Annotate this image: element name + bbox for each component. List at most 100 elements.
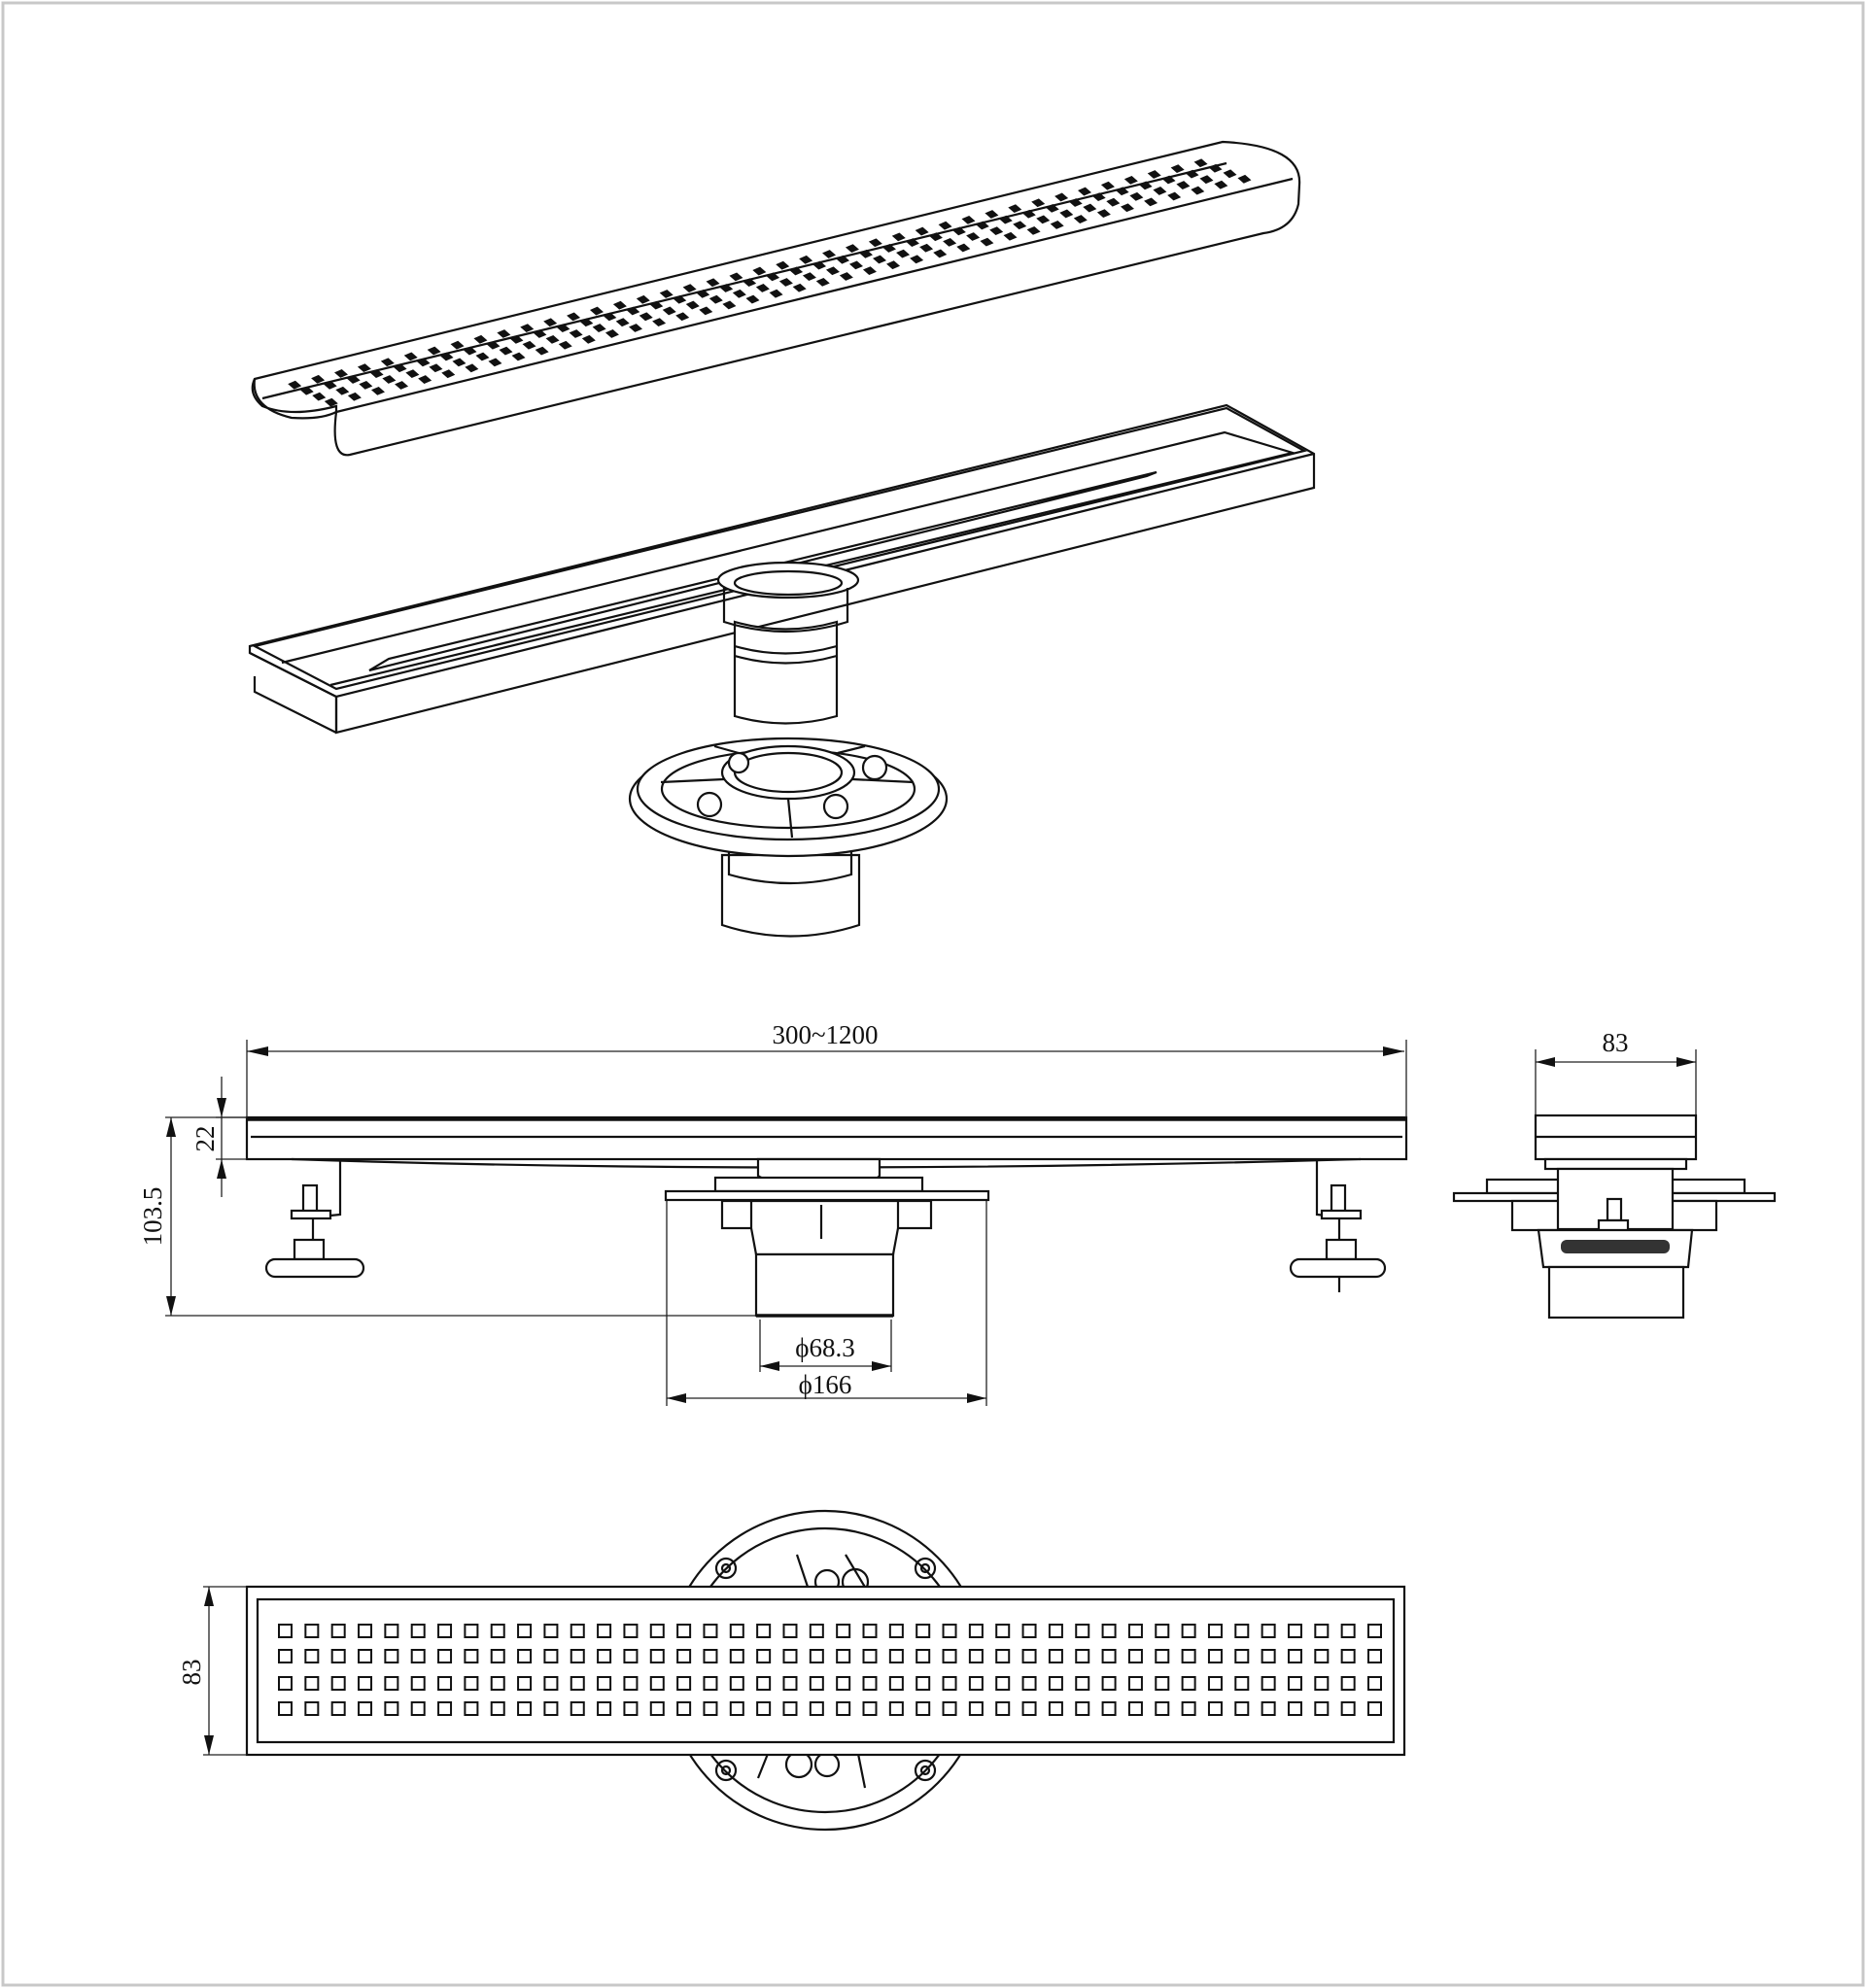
top-view-hole [437, 1676, 453, 1691]
top-view-hole [888, 1624, 904, 1638]
grate-hole [450, 340, 465, 350]
top-view-hole [756, 1701, 772, 1716]
grate-hole [323, 380, 337, 390]
grate-hole [956, 243, 971, 253]
length-label: 300~1200 [772, 1020, 878, 1049]
grate-hole [429, 363, 443, 373]
grate-hole [579, 318, 594, 327]
top-view-hole [1340, 1701, 1356, 1716]
grate-hole [335, 386, 350, 395]
top-view-hole [703, 1676, 718, 1691]
top-view-hole [597, 1649, 612, 1663]
grate-hole [769, 289, 783, 298]
top-view-hole [1207, 1624, 1223, 1638]
top-view-hole [862, 1624, 878, 1638]
grate-hole [862, 266, 877, 275]
top-view-hole [676, 1676, 692, 1691]
top-width-label: 83 [177, 1660, 206, 1686]
grate-hole [581, 334, 596, 344]
grate-hole [380, 358, 395, 367]
top-view-hole [358, 1624, 373, 1638]
top-view-hole [995, 1624, 1011, 1638]
grate-hole [463, 346, 477, 356]
top-view-hole [1367, 1676, 1382, 1691]
grate-hole [558, 340, 572, 350]
grate-hole [919, 243, 934, 253]
grate-hole [1059, 209, 1074, 219]
grate-hole [915, 226, 929, 236]
grate-hole [1147, 170, 1161, 179]
grate-hole [1120, 203, 1134, 213]
top-view-hole [1075, 1624, 1090, 1638]
top-view-hole [543, 1701, 559, 1716]
top-view-hole [490, 1676, 505, 1691]
top-view-hole [437, 1701, 453, 1716]
grate-hole [1153, 187, 1167, 195]
top-view-hole [1234, 1676, 1250, 1691]
top-view-hole [836, 1701, 851, 1716]
top-view-hole [862, 1649, 878, 1663]
top-view-hole [649, 1649, 665, 1663]
grate-hole [845, 244, 859, 254]
grate-hole [938, 221, 952, 230]
grate-hole [393, 363, 407, 373]
grate-hole [511, 352, 526, 361]
grate-hole [629, 324, 643, 332]
grate-hole [589, 306, 604, 316]
grate-hole [473, 334, 488, 344]
top-view-hole [916, 1624, 931, 1638]
top-view-hole [1287, 1649, 1302, 1663]
top-view-hole [437, 1624, 453, 1638]
top-view-hole [676, 1649, 692, 1663]
grate-hole [488, 358, 502, 367]
top-view-hole [278, 1624, 293, 1638]
top-view-hole [1181, 1649, 1196, 1663]
grate-hole [815, 277, 830, 287]
grate-hole [998, 215, 1013, 224]
grate-hole [961, 215, 976, 224]
grate-hole [357, 363, 371, 373]
top-view-hole [517, 1624, 533, 1638]
top-view-hole [968, 1649, 984, 1663]
grate-hole [416, 358, 431, 367]
grate-hole [312, 392, 327, 401]
top-view-hole [1155, 1676, 1170, 1691]
top-view-hole [1155, 1649, 1170, 1663]
grate-hole [1176, 181, 1191, 189]
top-view-hole [304, 1701, 320, 1716]
top-view-hole [1181, 1624, 1196, 1638]
top-view-hole [1340, 1676, 1356, 1691]
top-view-hole [1314, 1624, 1330, 1638]
top-view-hole [358, 1649, 373, 1663]
grate-hole [603, 312, 617, 322]
end-width-label: 83 [1603, 1028, 1629, 1057]
grate-hole [928, 232, 943, 242]
grate-hole [1078, 187, 1092, 196]
top-view-hole [410, 1676, 426, 1691]
grate-hole [980, 237, 994, 247]
top-view-hole [756, 1649, 772, 1663]
grate-hole [636, 294, 650, 304]
top-view-hole [809, 1701, 824, 1716]
top-view-hole [703, 1649, 718, 1663]
grate-hole [382, 375, 397, 384]
top-view-hole [1155, 1701, 1170, 1716]
top-view-hole [1234, 1701, 1250, 1716]
iso-grate [251, 140, 1301, 457]
top-view-hole [278, 1676, 293, 1691]
top-view-hole [995, 1701, 1011, 1716]
grate-hole [403, 352, 418, 361]
top-view-hole [1101, 1624, 1117, 1638]
grate-hole [452, 358, 466, 367]
top-view-hole [570, 1649, 585, 1663]
grate-hole [789, 266, 804, 276]
grate-hole [848, 260, 863, 270]
top-view-hole [836, 1676, 851, 1691]
top-view-hole [968, 1701, 984, 1716]
grate-hole [905, 238, 919, 247]
grate-hole [1083, 203, 1097, 213]
top-view-hole [1075, 1701, 1090, 1716]
top-view-hole [782, 1649, 798, 1663]
top-view-hole [1234, 1649, 1250, 1663]
